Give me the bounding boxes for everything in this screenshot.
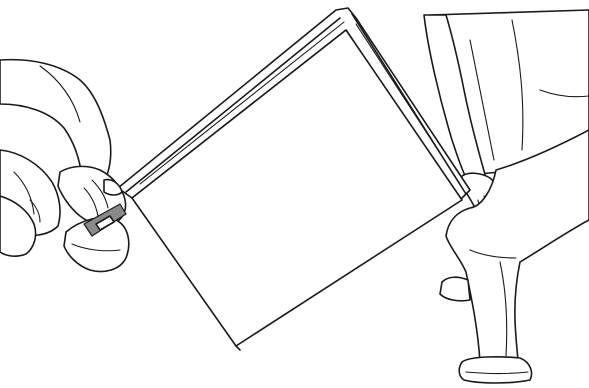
left-person: [0, 60, 129, 272]
appliance-box: [118, 8, 470, 350]
box-front-face: [132, 30, 462, 346]
right-person-front-shoe: [459, 357, 531, 383]
right-person-back-shoe: [440, 277, 470, 301]
